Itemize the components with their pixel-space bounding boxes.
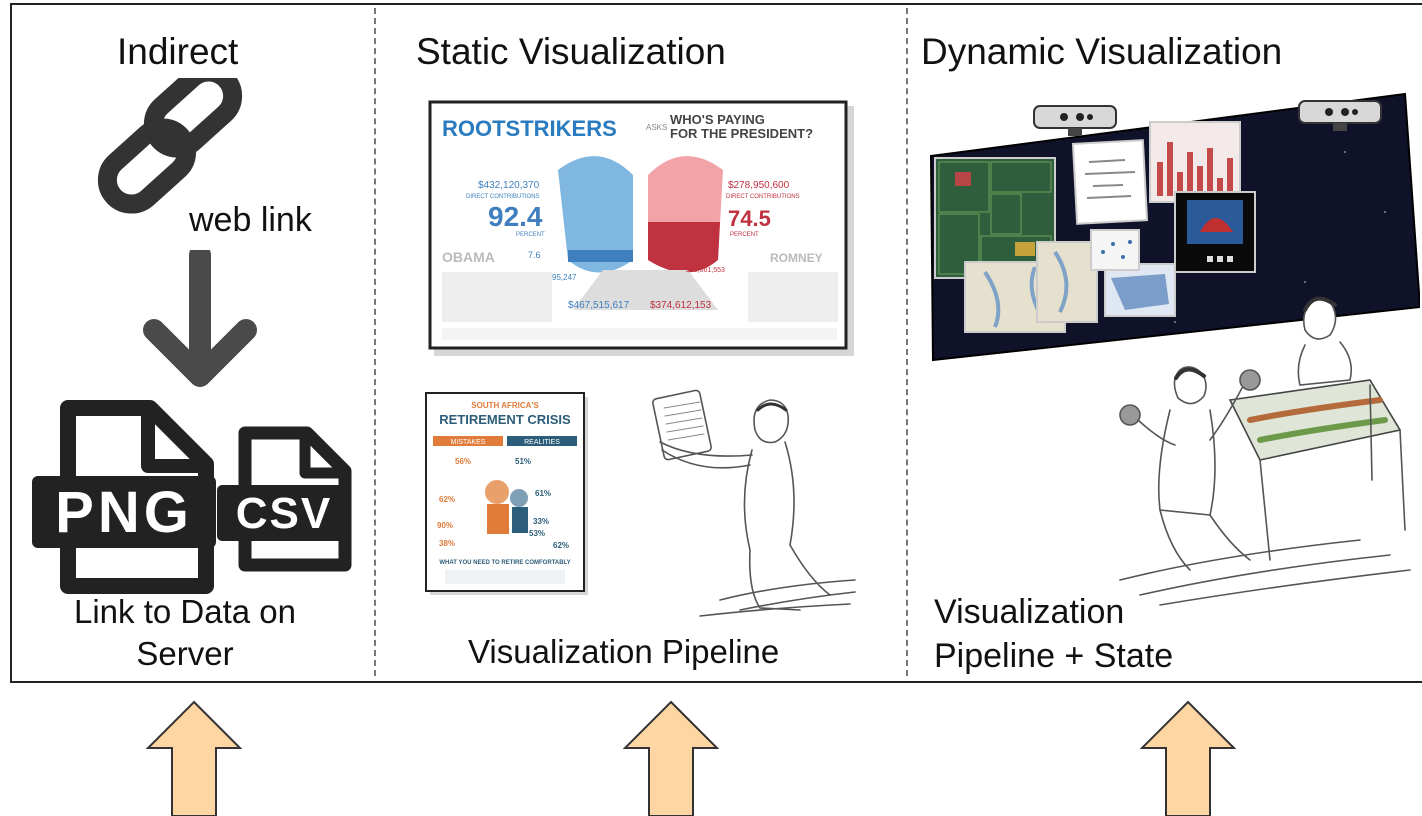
- romney-small-pct: 25.5: [686, 238, 711, 253]
- romney-small-fill: [648, 222, 720, 273]
- caption-dynamic-line1: Visualization: [934, 593, 1125, 631]
- romney-direct: DIRECT CONTRIBUTIONS: [726, 194, 800, 200]
- question-line2: FOR THE PRESIDENT?: [670, 126, 813, 141]
- retirement-title-top: SOUTH AFRICA'S: [471, 401, 539, 410]
- wall-display: [929, 92, 1420, 362]
- obama-direct: DIRECT CONTRIBUTIONS: [466, 194, 540, 200]
- retirement-stat: 62%: [553, 541, 569, 550]
- retirement-stat: 62%: [439, 495, 455, 504]
- infographic-footer: [442, 328, 837, 340]
- retirement-title-main: RETIREMENT CRISIS: [439, 412, 571, 427]
- obama-small-fill: [568, 250, 633, 262]
- romney-amount: $278,950,600: [728, 180, 790, 191]
- realities-header: REALITIES: [524, 439, 560, 446]
- obama-small-pct: 7.6: [528, 250, 541, 260]
- up-arrow-indirect: [146, 700, 242, 816]
- person-with-tablet-sketch: [652, 389, 856, 617]
- chain-link-icon: [97, 78, 243, 214]
- panel-divider-1: [374, 8, 376, 676]
- kinect-sensor-left-icon: [1033, 105, 1117, 136]
- csv-file-icon: CSV: [217, 426, 352, 572]
- retirement-stat: 33%: [533, 517, 549, 526]
- png-label: PNG: [55, 480, 193, 545]
- infographic-retirement: SOUTH AFRICA'S RETIREMENT CRISIS MISTAKE…: [425, 392, 588, 595]
- diagram-frame: [10, 3, 1422, 683]
- romney-percent: 74.5: [728, 206, 771, 231]
- obama-amount: $432,120,370: [478, 180, 540, 191]
- brand-text: ROOTSTRIKERS: [442, 116, 617, 141]
- infographic-who-pays: ROOTSTRIKERS ASKS WHO'S PAYING FOR THE P…: [428, 100, 854, 356]
- obama-percent-label: PERCENT: [516, 232, 545, 238]
- retirement-footer: WHAT YOU NEED TO RETIRE COMFORTABLY: [439, 560, 570, 566]
- retirement-stat: 53%: [529, 529, 545, 538]
- romney-total: $374,612,153: [650, 300, 712, 311]
- caption-indirect-line2: Server: [136, 635, 234, 672]
- retirement-stat: 51%: [515, 457, 531, 466]
- question-line1: WHO'S PAYING: [670, 112, 765, 127]
- obama-body-text: [442, 272, 552, 322]
- obama-total: $467,515,617: [568, 300, 630, 311]
- down-arrow-icon: [143, 250, 257, 387]
- caption-indirect-line1: Link to Data on: [74, 593, 296, 630]
- romney-body-text: [748, 272, 838, 322]
- interactive-table-sketch: [1119, 296, 1411, 606]
- asks-text: ASKS: [646, 123, 667, 132]
- png-file-icon: PNG: [32, 400, 216, 594]
- kinect-sensor-right-icon: [1298, 100, 1382, 131]
- retirement-stat: 61%: [535, 489, 551, 498]
- web-link-label: web link: [189, 201, 312, 239]
- obama-head-shape: [558, 156, 633, 273]
- romney-name: ROMNEY: [770, 251, 823, 265]
- caption-static: Visualization Pipeline: [468, 633, 780, 670]
- retirement-stat: 56%: [455, 457, 471, 466]
- up-arrow-dynamic: [1140, 700, 1236, 816]
- suits-shape: [573, 270, 718, 310]
- bar-chart-window: [1149, 121, 1241, 203]
- retirement-stat: 38%: [439, 539, 455, 548]
- panel-divider-2: [906, 8, 908, 676]
- romney-percent-label: PERCENT: [730, 232, 759, 238]
- obama-name: OBAMA: [442, 249, 495, 265]
- romney-small-amount: $95,661,553: [686, 267, 725, 274]
- obama-small-amount: $35,395,247: [532, 273, 577, 282]
- up-arrow-static: [623, 700, 719, 816]
- panel-title-indirect: Indirect: [117, 31, 239, 72]
- retirement-stat: 90%: [437, 521, 453, 530]
- panel-title-static: Static Visualization: [416, 31, 726, 72]
- panel-title-dynamic: Dynamic Visualization: [921, 31, 1283, 72]
- csv-label: CSV: [236, 489, 332, 538]
- caption-dynamic-line2: Pipeline + State: [934, 637, 1174, 675]
- word-cloud-window: [1071, 139, 1149, 225]
- scatter-window: [1090, 229, 1140, 271]
- mistakes-header: MISTAKES: [451, 439, 486, 446]
- obama-percent: 92.4: [488, 201, 543, 232]
